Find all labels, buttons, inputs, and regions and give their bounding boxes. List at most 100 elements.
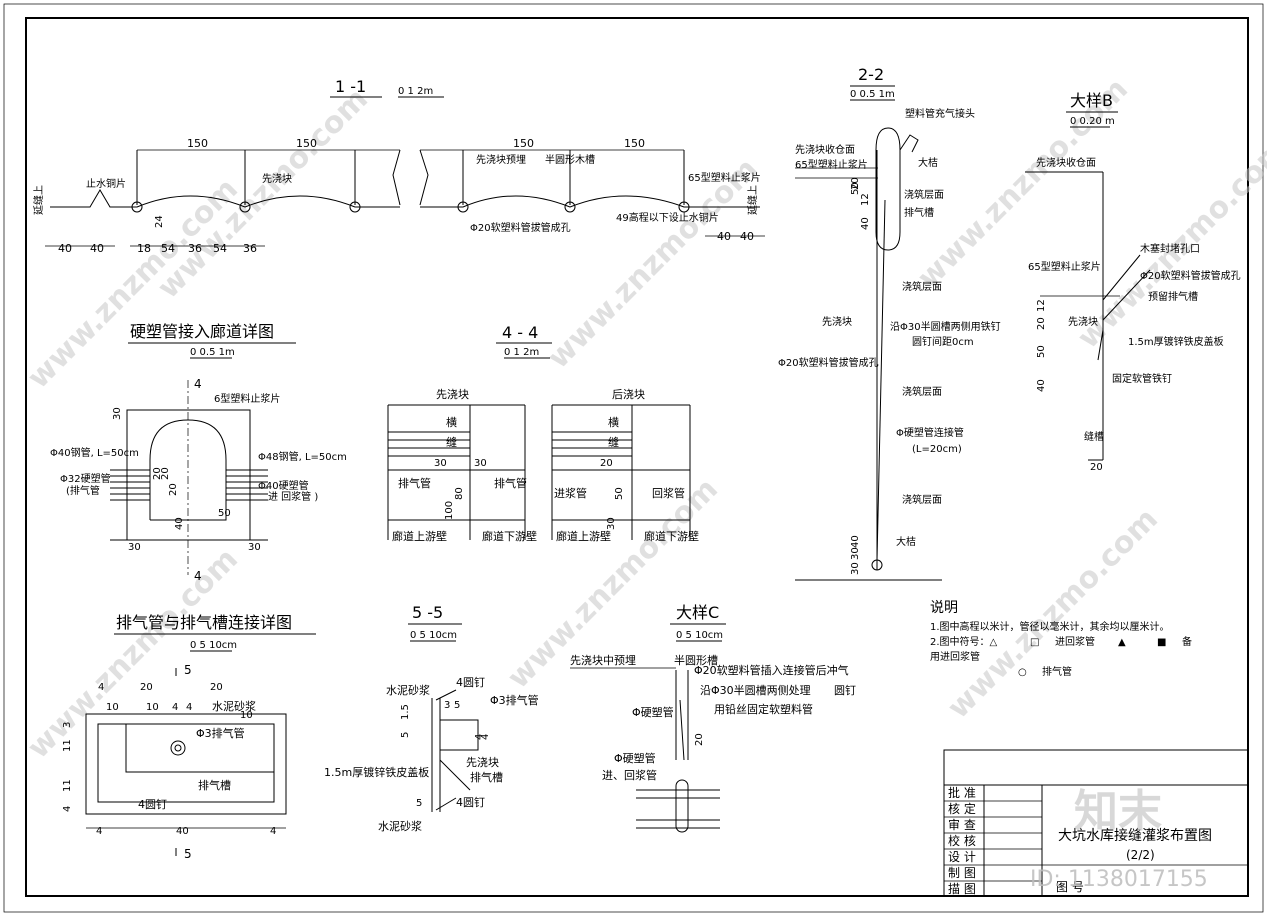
label: 4圆钉 xyxy=(456,676,485,689)
label: 49高程以下设止水铜片 xyxy=(616,211,719,224)
dim-label: 20 xyxy=(160,467,171,480)
label: 4圆钉 xyxy=(456,796,485,809)
dim-label: 30 xyxy=(128,542,141,553)
section-title: 大样C xyxy=(676,603,719,622)
label: 排气管 xyxy=(494,476,527,490)
label: 木塞封堵孔口 xyxy=(1140,242,1200,255)
dim-label: 50 xyxy=(1036,345,1047,358)
watermark-logo: 知末 xyxy=(1074,786,1162,837)
dim-label: 50 xyxy=(850,182,861,195)
scale-bar-label: 0 0.5 1m xyxy=(190,347,235,358)
label: 先浇块 xyxy=(822,315,852,328)
label: 排气槽 xyxy=(470,770,503,784)
label: 先浇块 xyxy=(262,172,292,185)
dim-label: 30 xyxy=(850,562,861,575)
note-line: 备 xyxy=(1182,635,1192,648)
dim-label: 40 xyxy=(740,230,754,243)
dim-label: 36 xyxy=(243,242,257,255)
label: 先浇块预埋 xyxy=(476,153,526,166)
dim-label: 11 xyxy=(62,779,73,792)
label: 廊道下游壁 xyxy=(482,529,537,543)
watermark-site: www.znzmo.com xyxy=(21,172,245,396)
title-row-label: 设 计 xyxy=(948,850,976,864)
detail-c: 大样C 0 5 10cm 先浇块中预埋 半圆形槽 Φ20软塑料管插入连接管后冲气… xyxy=(570,603,856,833)
dim-label: 30 xyxy=(606,517,617,530)
dim-label: 40 xyxy=(174,517,185,530)
dim-label: 20 xyxy=(210,682,223,693)
label: 圆钉间距0cm xyxy=(912,335,974,348)
dim-label: 40 xyxy=(58,242,72,255)
notes: 说明 1.图中高程以米计，管径以毫米计，其余均以厘米计。 2.图中符号：△ □ … xyxy=(930,600,1192,678)
label: 沿Φ30半圆槽两侧用铁钉 xyxy=(890,320,1001,333)
label: 先浇块收仓面 xyxy=(1036,156,1096,169)
dim-label: 5 xyxy=(416,798,422,809)
dim-label: 80 xyxy=(454,487,465,500)
section-1-1: 1 -1 0 1 2m 150 150 150 150 延缝上 止水铜片 先浇块… xyxy=(32,77,765,255)
dim-label: 3 xyxy=(444,700,450,711)
title-row-label: 批 准 xyxy=(948,785,976,800)
drawing-border xyxy=(25,17,1249,897)
watermark-layer: www.znzmo.com www.znzmo.com www.znzmo.co… xyxy=(21,72,1267,766)
dim-label: 4 xyxy=(474,734,485,740)
dim-label: 150 xyxy=(296,137,317,150)
note-symbol: ■ xyxy=(1157,637,1166,648)
cut-label: 5 xyxy=(184,847,192,861)
scale-bar-label: 0 0.20 m xyxy=(1070,116,1115,127)
dim-label: 20 xyxy=(140,682,153,693)
detail-vent-connection: 排气管与排气槽连接详图 0 5 10cm 5 5 水泥砂浆 Φ3排气管 排气槽 … xyxy=(62,613,316,861)
label: 先浇块 xyxy=(436,388,469,401)
label: 固定软管铁钉 xyxy=(1112,372,1172,385)
dim-label: 30 xyxy=(248,542,261,553)
section-title: 1 -1 xyxy=(335,77,366,96)
watermark-site: www.znzmo.com xyxy=(541,152,765,376)
label: 廊道下游壁 xyxy=(644,529,699,543)
note-line: 进回浆管 xyxy=(1055,635,1095,648)
dim-label: 40 xyxy=(860,217,871,230)
label: 先浇块中预埋 xyxy=(570,654,636,667)
label: Φ3排气管 xyxy=(490,693,539,707)
label: Φ20软塑料管拔管成孔 xyxy=(470,221,571,234)
dim-label: 30 xyxy=(474,458,487,469)
dim-label: 40 xyxy=(850,535,861,548)
dim-label: 20 xyxy=(694,733,705,746)
label: 廊道上游壁 xyxy=(392,529,447,543)
dim-label: 30 xyxy=(434,458,447,469)
label: 排气槽 xyxy=(904,206,934,219)
label: 延缝上 xyxy=(32,185,45,215)
label: 水泥砂浆 xyxy=(378,819,422,833)
label: Φ3排气管 xyxy=(196,726,245,740)
watermark-site: www.znzmo.com xyxy=(151,82,375,306)
label: 先浇块收仓面 xyxy=(795,143,855,156)
dim-label: 11 xyxy=(62,739,73,752)
label: Φ40钢管, L=50cm xyxy=(50,446,139,459)
label: 浇筑层面 xyxy=(904,188,944,201)
notes-heading: 说明 xyxy=(930,600,958,616)
label: 浇筑层面 xyxy=(902,280,942,293)
label: 大桔 xyxy=(896,535,916,548)
label: Φ40硬塑管 xyxy=(258,479,309,492)
label: 圆钉 xyxy=(834,684,856,697)
note-symbol: ○ xyxy=(1018,667,1027,678)
title-row-label: 校 核 xyxy=(948,833,976,848)
dim-label: 150 xyxy=(624,137,645,150)
label: 1.5m厚镀锌铁皮盖板 xyxy=(324,765,429,779)
label: 水泥砂浆 xyxy=(212,699,256,713)
note-line: 2.图中符号：△ xyxy=(930,635,998,648)
note-line: 用进回浆管 xyxy=(930,650,980,663)
label: 沿Φ30半圆槽两侧处理 xyxy=(700,683,811,697)
dim-label: 20 xyxy=(600,458,613,469)
outer-frame xyxy=(3,3,1264,913)
label: 4圆钉 xyxy=(138,798,167,811)
dim-label: 12 xyxy=(860,193,871,206)
dim-label: 40 xyxy=(1036,379,1047,392)
label: Φ硬塑管 xyxy=(632,705,674,719)
dim-label: 4 xyxy=(172,702,178,713)
dim-label: 50 xyxy=(218,508,231,519)
detail-b: 大样B 0 0.20 m 先浇块收仓面 木塞封堵孔口 65型塑料止浆片 Φ20软… xyxy=(1025,91,1241,473)
dim-label: 36 xyxy=(188,242,202,255)
scale-bar-label: 0 5 10cm xyxy=(190,640,237,651)
dim-label: 10 xyxy=(240,710,253,721)
dim-label: 40 xyxy=(717,230,731,243)
title-block: 批 准 核 定 审 查 校 核 设 计 制 图 描 图 大坑水库接缝灌浆布置图 … xyxy=(943,749,1249,897)
